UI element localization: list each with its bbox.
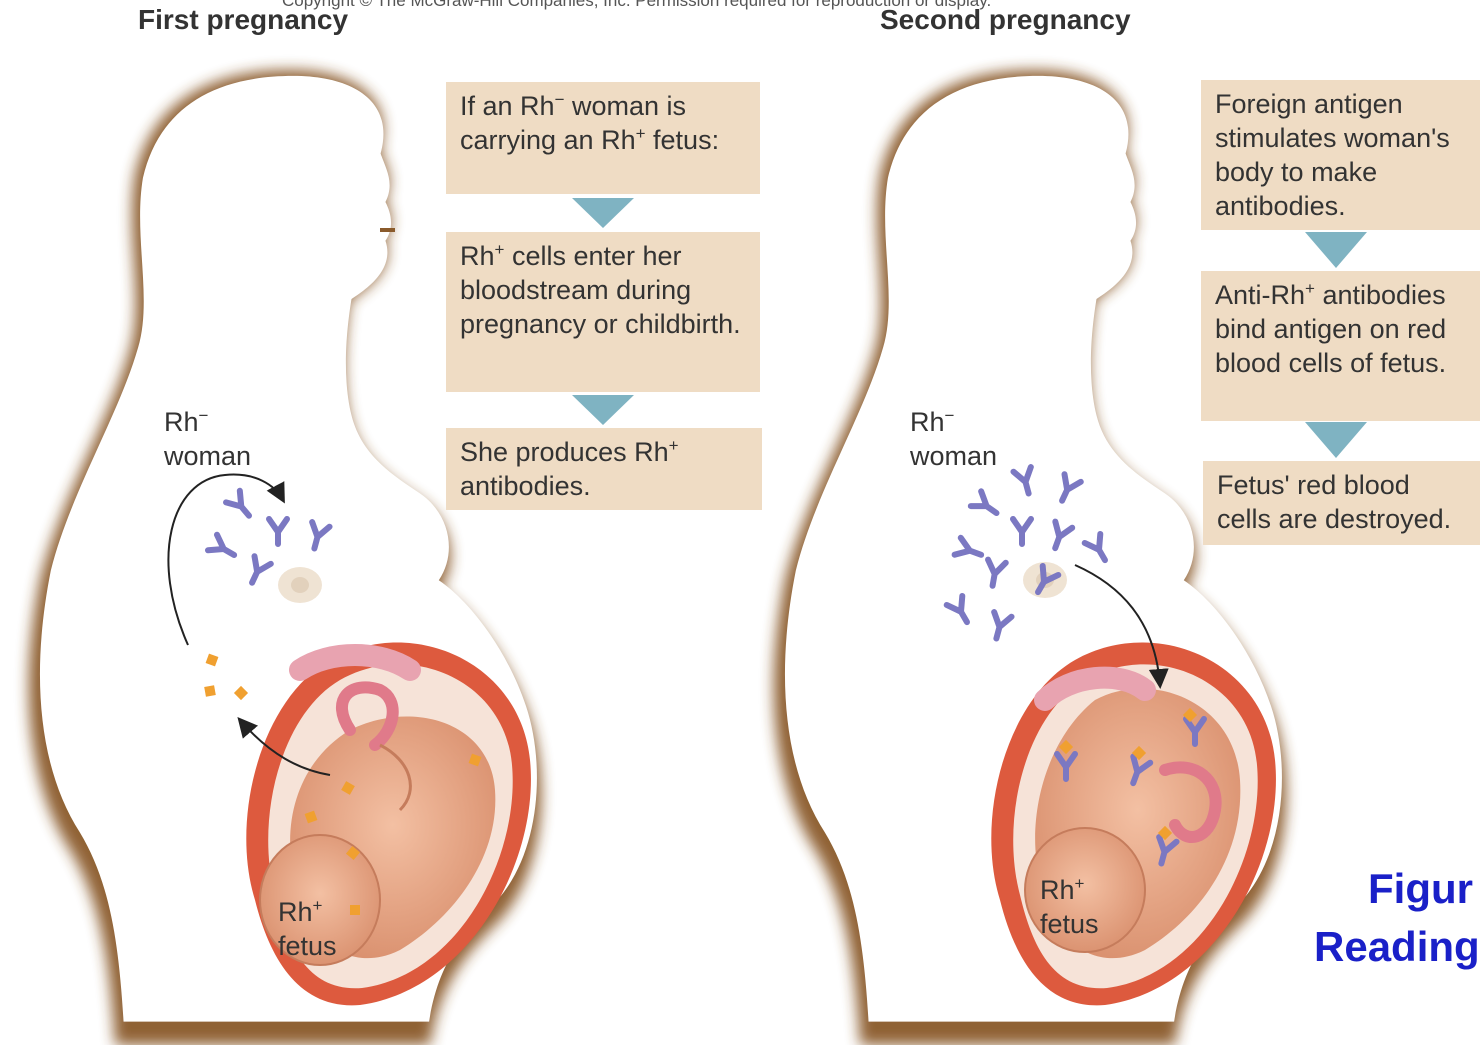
step-box-first-1: If an Rh− woman is carrying an Rh+ fetus… <box>446 82 760 194</box>
step-box-second-1: Foreign antigen stimulates woman's body … <box>1201 80 1480 230</box>
figure-label-line2: Reading <box>1314 924 1480 970</box>
step-box-first-2: Rh+ cells enter her bloodstream during p… <box>446 232 760 392</box>
figure-label-line1: Figur <box>1368 866 1473 912</box>
step-box-second-2: Anti-Rh+ antibodies bind antigen on red … <box>1201 271 1480 421</box>
woman-label-first: Rh− woman <box>164 405 251 473</box>
fetus-label-second: Rh+ fetus <box>1040 873 1099 941</box>
woman-label-second: Rh− woman <box>910 405 997 473</box>
fetus-label-first: Rh+ fetus <box>278 895 337 963</box>
step-box-first-3: She produces Rh+ antibodies. <box>446 428 762 510</box>
step-box-second-3: Fetus' red blood cells are destroyed. <box>1203 461 1480 545</box>
